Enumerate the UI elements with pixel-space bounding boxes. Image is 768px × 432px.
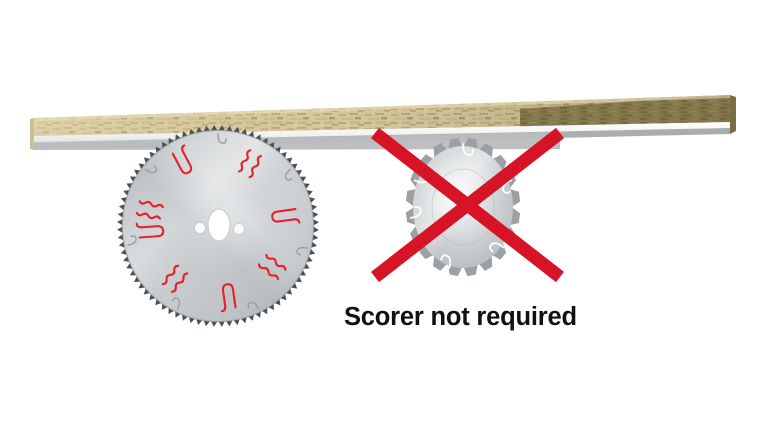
- tooth-seat-mark: [247, 301, 260, 310]
- tooth-seat-mark: [284, 168, 293, 181]
- expansion-slot-marking: [257, 253, 287, 281]
- expansion-slot-marking: [161, 264, 189, 293]
- expansion-slot-marking: [237, 149, 262, 179]
- tooth-seat-mark: [296, 246, 309, 256]
- main-blade-arbor-hole: [207, 208, 231, 242]
- scorer-tooth-seat-mark: [409, 205, 422, 219]
- cross-stroke-b: [371, 127, 564, 283]
- main-blade-pin-hole-left: [194, 222, 206, 234]
- board-right-edge-shade: [520, 95, 730, 131]
- expansion-slot-marking: [135, 200, 164, 220]
- tooth-seat-mark: [217, 133, 227, 144]
- board-left-end: [30, 118, 34, 150]
- scorer-tooth-seat-mark: [502, 179, 512, 194]
- tooth-seat-mark: [127, 235, 137, 246]
- scorer-tooth-seat-mark: [462, 143, 474, 157]
- board-right-edge: [520, 95, 730, 131]
- main-blade-pin-hole-right: [233, 223, 245, 235]
- red-cross-mark: [371, 127, 564, 283]
- main-blade: [117, 125, 319, 327]
- scorer-tooth-seat-mark: [440, 254, 452, 269]
- board-top-face-shading: [34, 95, 730, 136]
- expansion-slot-marking: [171, 144, 193, 175]
- expansion-slot-marking: [271, 208, 301, 224]
- tooth-seat-mark: [144, 165, 158, 174]
- scorer-tooth-seat-mark: [489, 242, 505, 253]
- expansion-slot-marking: [135, 222, 165, 239]
- board-top-highlight: [34, 95, 730, 121]
- tooth-seat-mark: [171, 297, 181, 310]
- expansion-slot-marking: [220, 283, 237, 313]
- caption-text: Scorer not required: [344, 303, 577, 331]
- board-right-end: [730, 95, 736, 134]
- scorer-blade-inner-ring: [431, 168, 495, 246]
